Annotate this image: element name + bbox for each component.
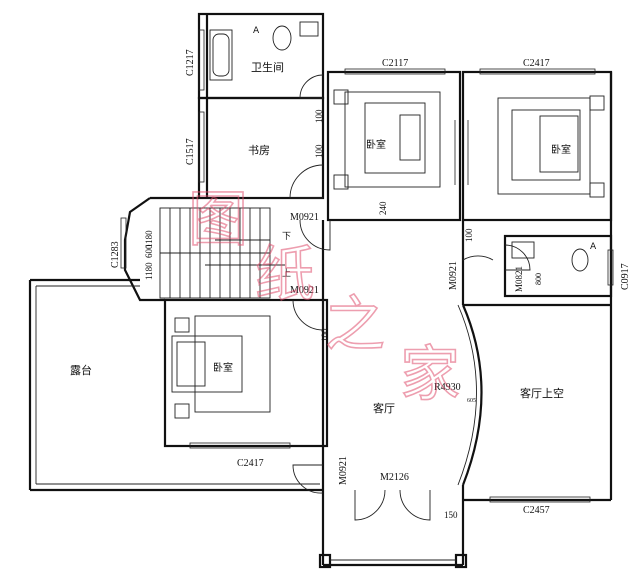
window-label-c1217: C1217 bbox=[185, 49, 196, 76]
door-label-m0821: M0821 bbox=[514, 266, 524, 292]
window-label-c1283: C1283 bbox=[110, 241, 121, 268]
stair-mark-up: 上 bbox=[282, 268, 291, 279]
watermark-char-4: 家 bbox=[400, 340, 460, 410]
dimension-100-d: 100 bbox=[320, 328, 330, 342]
window-label-c2457: C2457 bbox=[523, 505, 550, 516]
room-label-bathroom: 卫生间 bbox=[251, 60, 284, 74]
watermark: 图 纸 之 家 bbox=[187, 184, 461, 411]
window-label-c2117: C2117 bbox=[382, 58, 408, 69]
room-label-bedroom-left: 卧室 bbox=[213, 361, 233, 374]
window-label-c0917: C0917 bbox=[620, 263, 631, 290]
room-label-living-room: 客厅 bbox=[373, 401, 395, 415]
dimension-1180-b: 1180 bbox=[144, 262, 154, 280]
watermark-char-3: 之 bbox=[325, 290, 385, 360]
dimension-r4930: R4930 bbox=[434, 382, 461, 393]
dimension-100-c: 100 bbox=[464, 228, 474, 242]
dimension-800: 800 bbox=[534, 273, 543, 285]
watermark-char-1: 图 bbox=[188, 185, 248, 255]
dimension-240: 240 bbox=[378, 201, 388, 215]
staircase bbox=[159, 207, 285, 299]
room-label-living-void: 客厅上空 bbox=[520, 386, 564, 400]
window-label-c2417-bottom: C2417 bbox=[237, 458, 264, 469]
dimension-100-a: 100 bbox=[314, 109, 324, 123]
dimension-1180-a: 1180 bbox=[144, 230, 154, 248]
door-label-m0921-b: M0921 bbox=[290, 285, 319, 296]
stair-mark-down: 下 bbox=[282, 232, 291, 242]
door-label-m0921-d: M0921 bbox=[338, 456, 349, 485]
dimension-605: 605 bbox=[467, 398, 476, 404]
watermark-char-2: 纸 bbox=[255, 240, 315, 310]
furniture bbox=[171, 21, 605, 419]
dimension-100-b: 100 bbox=[314, 144, 324, 158]
window-label-c2417-top: C2417 bbox=[523, 58, 550, 69]
room-label-bedroom-top-middle: 卧室 bbox=[366, 138, 386, 151]
windows bbox=[120, 29, 614, 503]
door-label-m2126: M2126 bbox=[380, 472, 409, 483]
room-label-terrace: 露台 bbox=[70, 363, 92, 377]
mark-a-top: A bbox=[253, 26, 260, 36]
walls bbox=[28, 12, 613, 569]
mark-a-right: A bbox=[590, 242, 597, 252]
door-label-m0921-c: M0921 bbox=[448, 261, 459, 290]
doors bbox=[289, 74, 531, 521]
window-label-c1517: C1517 bbox=[185, 138, 196, 165]
dimension-600: 600 bbox=[144, 244, 154, 258]
room-label-bedroom-top-right: 卧室 bbox=[551, 143, 571, 156]
door-label-m0921-a: M0921 bbox=[290, 212, 319, 223]
room-label-study: 书房 bbox=[248, 144, 270, 157]
dimension-150: 150 bbox=[444, 510, 458, 520]
